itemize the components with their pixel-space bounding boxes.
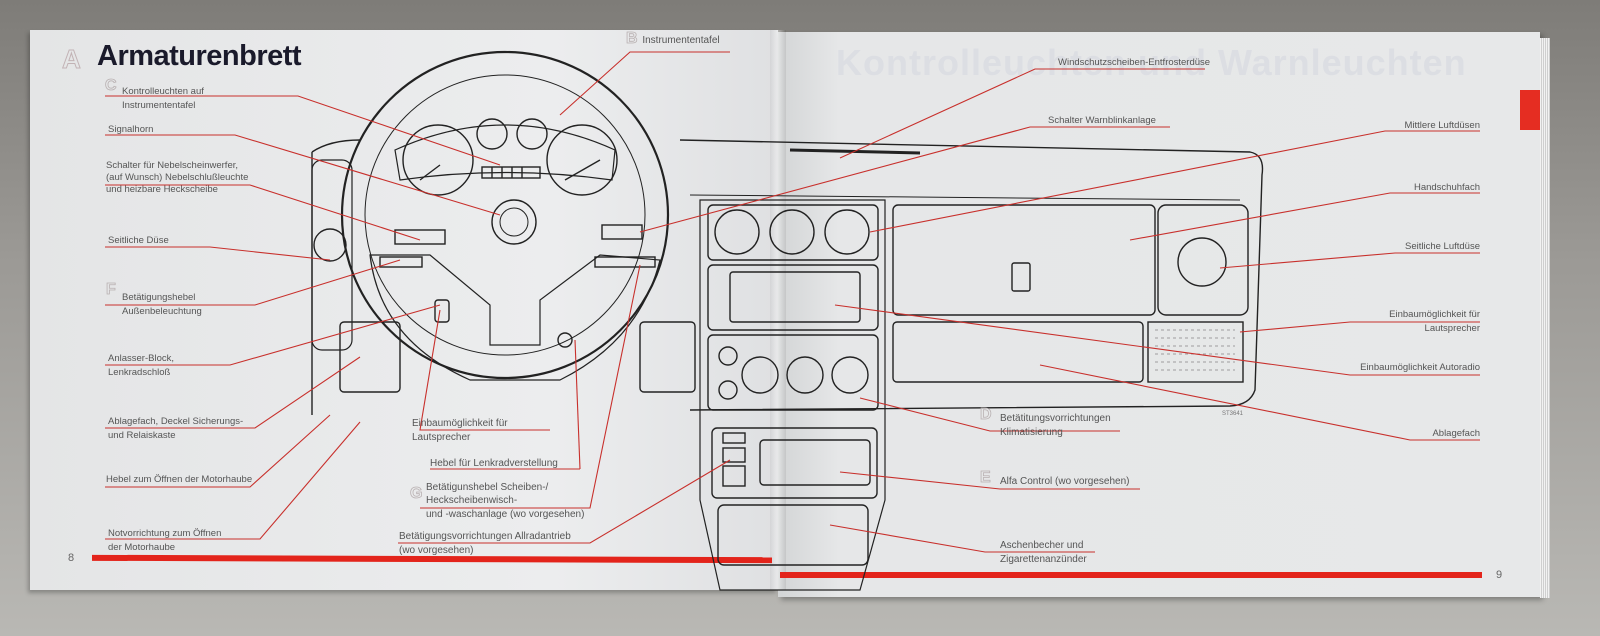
section-letter-f: F: [106, 281, 117, 298]
label-line: und -waschanlage (wo vorgesehen): [426, 509, 585, 520]
label-line: Schalter für Nebelscheinwerfer,: [106, 160, 239, 171]
label-ablagefach-rechts: Ablagefach: [1432, 428, 1480, 439]
page-edges: [1540, 38, 1550, 598]
section-letter-e: E: [980, 469, 991, 486]
label-line: Einbaumöglichkeit für: [412, 418, 508, 429]
label-line: Betätigungshebel: [122, 292, 196, 303]
label-line: Aschenbecher und: [1000, 540, 1084, 551]
label-line: Ablagefach, Deckel Sicherungs-: [108, 416, 244, 427]
label-seitliche-luftduese: Seitliche Luftdüse: [1405, 241, 1480, 252]
label-line: Klimatisierung: [1000, 427, 1063, 438]
label-signalhorn: Signalhorn: [108, 124, 154, 135]
section-letter-g: G: [410, 485, 423, 502]
label-ablagefach-sicherung: Ablagefach, Deckel Sicherungs- und Relai…: [108, 416, 243, 442]
label-line: der Motorhaube: [108, 542, 176, 553]
label-line: Lenkradschloß: [108, 367, 171, 378]
owners-manual-spread: Kontrolleuchten und Warnleuchten: [30, 22, 1570, 598]
label-line: Notvorrichtung zum Öffnen: [108, 528, 222, 539]
label-line: Anlasser-Block,: [108, 353, 174, 364]
label-handschuhfach: Handschuhfach: [1413, 182, 1480, 193]
spine-fold: [770, 30, 786, 590]
label-line: (auf Wunsch) Nebelschlußleuchte: [106, 172, 249, 183]
label-hebel-motorhaube: Hebel zum Öffnen der Motorhaube: [106, 474, 253, 485]
label-aschenbecher: Aschenbecher und Zigarettenanzünder: [1000, 540, 1087, 566]
label-line: Betätigungsvorrichtungen Allradantrieb: [399, 531, 571, 542]
section-letter-a: A: [62, 44, 82, 75]
label-allradantrieb: Betätigungsvorrichtungen Allradantrieb (…: [399, 531, 571, 557]
illustration-code: ST3641: [1222, 411, 1244, 417]
label-wischhebel: G Betätigunshebel Scheiben-/ Heckscheibe…: [410, 482, 585, 521]
label-line: Kontrolleuchten auf: [122, 86, 204, 97]
label-line: Instrumententafel: [122, 100, 196, 111]
label-lenkradverstellung: Hebel für Lenkradverstellung: [430, 458, 558, 469]
label-seitliche-duese: Seitliche Düse: [108, 235, 169, 246]
label-kontrolleuchten: C Kontrolleuchten auf Instrumententafel: [105, 77, 204, 112]
page-title: Armaturenbrett: [97, 40, 302, 72]
label-instrumententafel: B Instrumententafel: [626, 30, 720, 47]
label-line: und heizbare Heckscheibe: [106, 184, 218, 195]
label-alfa-control: E Alfa Control (wo vorgesehen): [980, 469, 1130, 488]
label-line: Lautsprecher: [412, 432, 471, 443]
section-letter-c: C: [105, 77, 117, 94]
label-line: (wo vorgesehen): [399, 545, 474, 556]
label-anlasser-block: Anlasser-Block, Lenkradschloß: [108, 353, 174, 379]
label-line: Lautsprecher: [1424, 323, 1480, 334]
label-warnblinkanlage: Schalter Warnblinkanlage: [1048, 115, 1156, 126]
label-line: Außenbeleuchtung: [122, 306, 202, 317]
label-lautsprecher-links: Einbaumöglichkeit für Lautsprecher: [412, 418, 508, 444]
label-nebelschalter: Schalter für Nebelscheinwerfer, (auf Wun…: [106, 160, 248, 196]
label-line: Betätigunshebel Scheiben-/: [426, 482, 549, 493]
label-mittlere-luftduesen: Mittlere Luftdüsen: [1404, 120, 1480, 131]
footer-rule-right: [780, 572, 1482, 578]
section-letter-d: D: [980, 406, 992, 423]
label-notvorrichtung: Notvorrichtung zum Öffnen der Motorhaube: [108, 528, 221, 554]
label-line: Zigarettenanzünder: [1000, 554, 1087, 565]
label-line: Betätitungsvorrichtungen: [1000, 413, 1111, 424]
label-betaetigungshebel: F Betätigungshebel Außenbeleuchtung: [106, 281, 202, 318]
label-line: Alfa Control (wo vorgesehen): [1000, 476, 1130, 487]
page-number-right: 9: [1496, 569, 1503, 581]
label-klimatisierung: D Betätitungsvorrichtungen Klimatisierun…: [980, 406, 1111, 439]
label-line: Heckscheibenwisch-: [426, 495, 518, 506]
label-lautsprecher-rechts: Einbaumöglichkeit für Lautsprecher: [1330, 309, 1480, 335]
label-entfrosterduese: Windschutzscheiben-Entfrosterdüse: [1058, 57, 1211, 68]
label-line: Einbaumöglichkeit für: [1389, 309, 1480, 320]
section-letter-b: B: [626, 30, 638, 47]
label-line: Instrumententafel: [642, 35, 720, 46]
page-number-left: 8: [68, 552, 75, 564]
label-line: und Relaiskaste: [108, 430, 176, 441]
chapter-tab: [1520, 90, 1542, 130]
label-autoradio: Einbaumöglichkeit Autoradio: [1360, 362, 1480, 373]
